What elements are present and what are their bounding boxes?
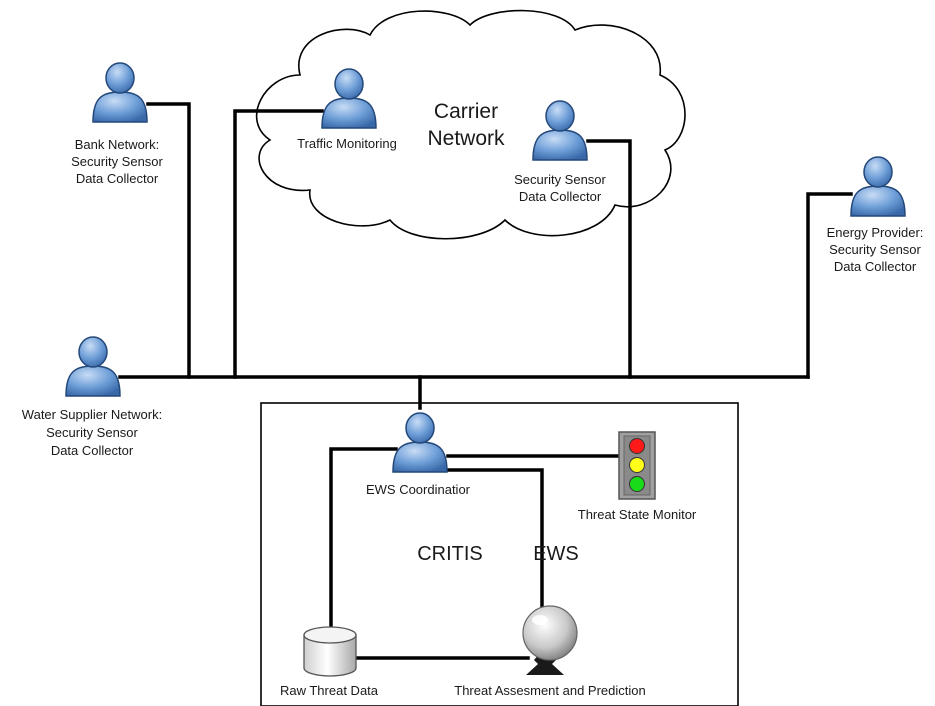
network-wires <box>118 102 853 660</box>
carrier-sensor-label-line1: Security Sensor <box>514 172 606 187</box>
water-label-line3: Data Collector <box>51 443 134 458</box>
bank-network-user-icon <box>92 62 148 123</box>
ews-coordinator-user-icon <box>392 412 448 473</box>
energy-provider-user-icon <box>850 156 906 217</box>
bank-label-line3: Data Collector <box>76 171 159 186</box>
bank-label-line2: Security Sensor <box>71 154 163 169</box>
carrier-sensor-label-line2: Data Collector <box>519 189 602 204</box>
bank-label-line1: Bank Network: <box>75 137 160 152</box>
carrier-network-cloud <box>255 9 686 240</box>
critis-ews-box <box>260 402 739 706</box>
box-label-ews: EWS <box>533 543 579 565</box>
energy-label-line3: Data Collector <box>834 259 917 274</box>
threat-monitor-label: Threat State Monitor <box>578 507 697 522</box>
water-label-line2: Security Sensor <box>46 425 138 440</box>
energy-label-line2: Security Sensor <box>829 242 921 257</box>
energy-label-line1: Energy Provider: <box>827 225 924 240</box>
raw-data-label: Raw Threat Data <box>280 683 379 698</box>
cloud-title-line2: Network <box>427 127 505 150</box>
traffic-monitoring-label: Traffic Monitoring <box>297 136 397 151</box>
traffic-light-icon <box>618 431 656 500</box>
water-label-line1: Water Supplier Network: <box>22 407 162 422</box>
cloud-title-line1: Carrier <box>434 100 498 123</box>
box-label-critis: CRITIS <box>417 543 483 565</box>
database-icon <box>303 626 357 677</box>
ews-coordinator-label: EWS Coordinatior <box>366 482 471 497</box>
crystal-ball-icon <box>522 605 578 675</box>
water-supplier-user-icon <box>65 336 121 397</box>
assessment-label: Threat Assesment and Prediction <box>454 683 646 698</box>
